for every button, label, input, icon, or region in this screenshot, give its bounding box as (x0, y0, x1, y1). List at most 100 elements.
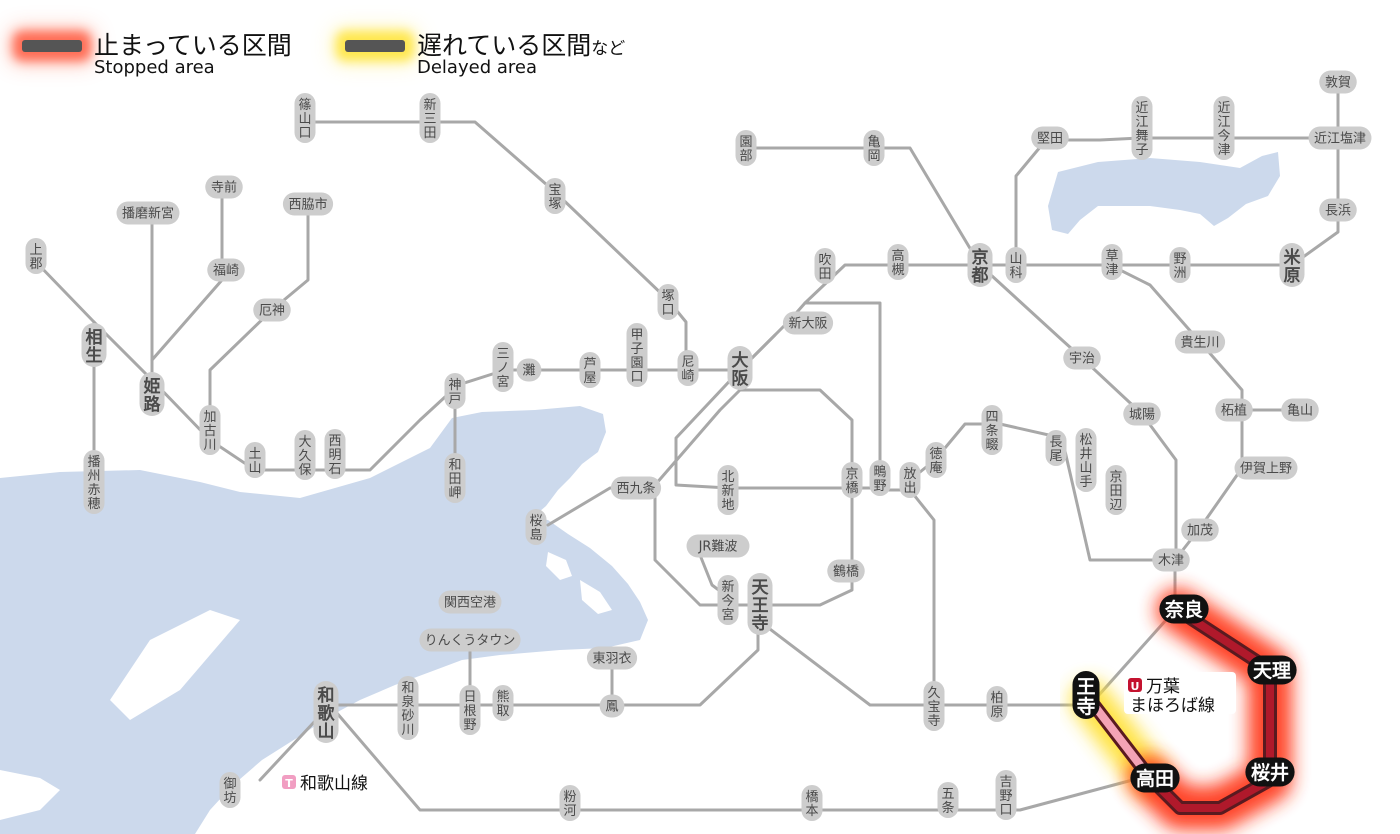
station-nagahama[interactable]: 長浜 (1319, 198, 1357, 222)
station-oji[interactable]: 王寺 (1072, 671, 1100, 719)
station-katata[interactable]: 堅田 (1031, 126, 1069, 150)
station-label-tokuan: 徳庵 (929, 447, 942, 476)
station-jrnamba[interactable]: JR難波 (686, 534, 750, 558)
station-kizu[interactable]: 木津 (1152, 548, 1190, 572)
station-nagao[interactable]: 長尾 (1045, 430, 1067, 466)
station-amagasaki[interactable]: 尼崎 (677, 350, 699, 386)
station-wadamisaki[interactable]: 和田岬 (444, 453, 466, 503)
station-label-sasayamaguchi: 篠山口 (298, 98, 311, 141)
station-suita[interactable]: 吹田 (814, 248, 836, 284)
station-sakurajima[interactable]: 桜島 (525, 509, 547, 545)
station-omiimazu[interactable]: 近江今津 (1213, 96, 1235, 160)
station-ashiya[interactable]: 芦屋 (579, 352, 601, 388)
station-aioi[interactable]: 相生 (81, 323, 107, 367)
station-label-shijonawate: 四条畷 (985, 410, 998, 453)
station-hinemo[interactable]: 日根野 (459, 685, 481, 735)
station-kozakai[interactable]: 粉河 (559, 785, 581, 821)
station-tsuchiyama[interactable]: 土山 (244, 442, 266, 478)
station-label-sonobe: 園部 (739, 135, 752, 164)
station-takatsuki[interactable]: 高槻 (887, 244, 909, 280)
station-kansaiairport[interactable]: 関西空港 (438, 590, 502, 614)
station-label-kansaiairport: 関西空港 (444, 596, 496, 611)
line-badge-manhoroba: U (1131, 680, 1140, 693)
station-kibukawa[interactable]: 貴生川 (1174, 330, 1226, 354)
station-kameyama[interactable]: 亀山 (1281, 398, 1319, 422)
station-kakogawa[interactable]: 加古川 (199, 405, 221, 455)
station-hashimoto[interactable]: 橋本 (801, 785, 823, 821)
station-kusatsu[interactable]: 草津 (1101, 244, 1123, 280)
station-izumisunagawa[interactable]: 和泉砂川 (397, 676, 419, 740)
station-harimashingu[interactable]: 播磨新宮 (116, 201, 180, 225)
station-okubo[interactable]: 大久保 (294, 430, 316, 480)
station-nara[interactable]: 奈良 (1159, 594, 1209, 624)
station-label-wakayama: 和歌山 (318, 686, 336, 742)
station-kumatori[interactable]: 熊取 (492, 685, 514, 721)
station-takarazuka[interactable]: 宝塚 (544, 178, 566, 214)
station-label-kitashinchi: 北新地 (721, 470, 734, 513)
station-label-katata: 堅田 (1037, 132, 1063, 147)
station-label-nishikujo: 西九条 (616, 481, 655, 497)
station-igaueno[interactable]: 伊賀上野 (1234, 456, 1298, 480)
station-sakurai[interactable]: 桜井 (1245, 757, 1295, 787)
station-maibara[interactable]: 米原 (1279, 243, 1305, 287)
station-hanaten[interactable]: 放出 (899, 462, 921, 498)
station-kyobashi[interactable]: 京橋 (841, 462, 863, 498)
station-osaka[interactable]: 大阪 (727, 346, 753, 390)
station-nishiakashi[interactable]: 西明石 (324, 429, 346, 479)
legend-delayed: 遅れている区間など Delayed area (345, 22, 675, 82)
station-kobe[interactable]: 神戸 (444, 373, 466, 409)
station-shinosaka[interactable]: 新大阪 (782, 311, 834, 335)
station-omimaiko[interactable]: 近江舞子 (1131, 96, 1153, 160)
station-sannomiya[interactable]: 三ノ宮 (492, 342, 514, 392)
station-takada[interactable]: 高田 (1130, 763, 1180, 793)
station-koshienguchi[interactable]: 甲子園口 (626, 323, 648, 387)
station-omishiotsu[interactable]: 近江塩津 (1308, 126, 1372, 150)
station-tsuge[interactable]: 柘植 (1215, 398, 1253, 422)
station-yoshinoguchi[interactable]: 吉野口 (995, 770, 1017, 820)
station-himeji[interactable]: 姫路 (139, 372, 165, 416)
station-banshuako[interactable]: 播州赤穂 (83, 450, 105, 514)
station-kyuhoji[interactable]: 久宝寺 (923, 681, 945, 731)
station-tennoji[interactable]: 天王寺 (747, 573, 773, 635)
station-nishikujo[interactable]: 西九条 (610, 476, 662, 500)
station-higashihagoromo[interactable]: 東羽衣 (586, 646, 638, 670)
station-yakujin[interactable]: 厄神 (253, 298, 291, 322)
station-matsuiyamate[interactable]: 松井山手 (1075, 428, 1097, 492)
station-label-osaka: 大阪 (732, 350, 749, 389)
station-sonobe[interactable]: 園部 (735, 130, 757, 166)
station-joyo[interactable]: 城陽 (1123, 402, 1161, 426)
station-yamashina[interactable]: 山科 (1005, 247, 1027, 283)
station-otori[interactable]: 鳳 (599, 694, 625, 718)
station-shijonawate[interactable]: 四条畷 (981, 405, 1003, 455)
station-rinkutown[interactable]: りんくうタウン (419, 628, 521, 652)
station-tenri[interactable]: 天理 (1247, 655, 1297, 685)
station-label-kumatori: 熊取 (496, 689, 509, 719)
station-shigino[interactable]: 鴫野 (869, 460, 891, 496)
station-shinimamiya[interactable]: 新今宮 (717, 575, 739, 625)
station-kyoto[interactable]: 京都 (967, 243, 993, 287)
station-kameoka[interactable]: 亀岡 (863, 130, 885, 166)
station-yasu[interactable]: 野洲 (1169, 247, 1191, 283)
station-sasayamaguchi[interactable]: 篠山口 (294, 93, 316, 143)
station-uji[interactable]: 宇治 (1063, 346, 1101, 370)
station-shinsanda[interactable]: 新三田 (419, 93, 441, 143)
station-gobo[interactable]: 御坊 (219, 772, 241, 808)
station-nada[interactable]: 灘 (516, 358, 542, 382)
station-gojo[interactable]: 五条 (937, 782, 959, 818)
station-fukusaki[interactable]: 福崎 (207, 258, 245, 282)
station-kitashinchi[interactable]: 北新地 (717, 465, 739, 515)
line-label-wakayama: T 和歌山線 (278, 770, 370, 794)
station-nishiwakishi[interactable]: 西脇市 (282, 192, 334, 216)
station-kyotanabe[interactable]: 京田辺 (1105, 465, 1127, 515)
station-tsuruga[interactable]: 敦賀 (1319, 70, 1357, 94)
station-tsukaguchi[interactable]: 塚口 (657, 284, 679, 320)
station-kamo[interactable]: 加茂 (1181, 518, 1219, 542)
legend-delayed-title-suffix: など (591, 39, 626, 59)
station-label-yakujin: 厄神 (259, 304, 285, 319)
station-kashiwara[interactable]: 柏原 (986, 686, 1008, 722)
station-tokuan[interactable]: 徳庵 (925, 442, 947, 478)
station-kamigori[interactable]: 上郡 (25, 238, 47, 274)
station-tsurumibashi[interactable]: 鶴橋 (827, 559, 865, 583)
station-wakayama[interactable]: 和歌山 (313, 681, 339, 743)
station-teramae[interactable]: 寺前 (205, 175, 243, 199)
